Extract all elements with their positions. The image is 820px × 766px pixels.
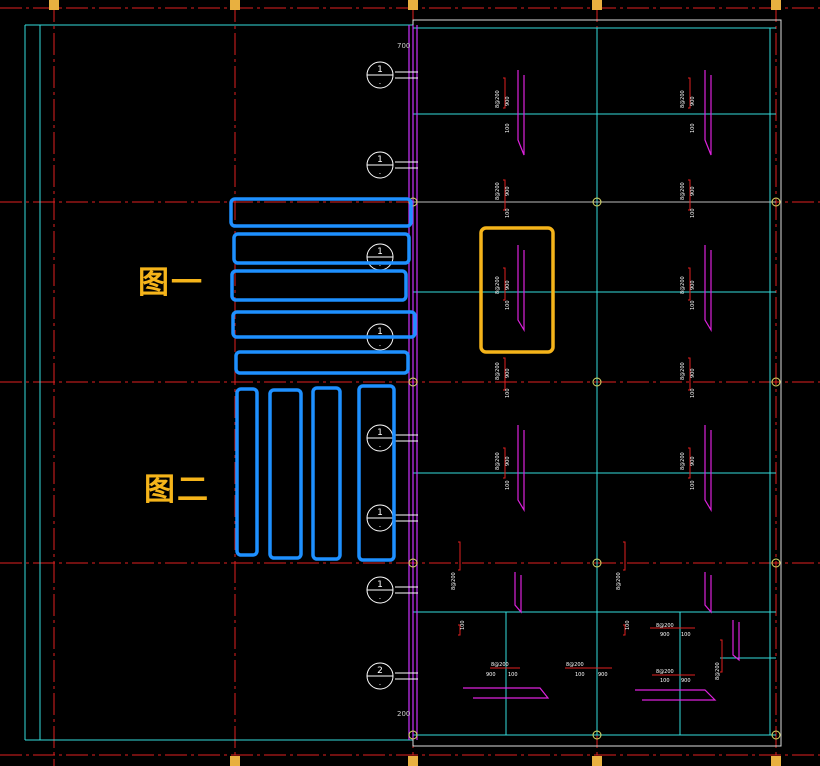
rebar-tag-length: 900 <box>690 280 696 290</box>
rebar-tag-length: 100 <box>505 388 511 398</box>
section-marker-sub: - <box>379 681 381 688</box>
rebar-tag-length: 100 <box>625 620 631 630</box>
grid-nodes <box>408 197 781 740</box>
rebar-tag-spec: 8@200 <box>451 572 457 590</box>
section-marker-sub: - <box>379 523 381 530</box>
section-marker-sub: - <box>379 262 381 269</box>
section-marker-sub: - <box>379 342 381 349</box>
rebar-tag-length: 900 <box>690 456 696 466</box>
section-marker[interactable]: 1 - <box>366 151 418 179</box>
section-marker-number: 1 <box>377 327 383 337</box>
dimension-top: 700 <box>397 42 410 50</box>
rebar-tag-spec: 8@200 <box>656 623 674 629</box>
rebar-tag-spec: 8@200 <box>495 90 501 108</box>
rebar-tag-length: 900 <box>660 632 670 638</box>
rebar-tag-length: 100 <box>575 672 585 678</box>
rebar-tag-length: 900 <box>486 672 496 678</box>
highlight-strip <box>232 232 411 265</box>
rebar-tag-length: 900 <box>505 96 511 106</box>
rebar-tag-spec: 8@200 <box>656 669 674 675</box>
rebar-tag-spec: 8@200 <box>495 182 501 200</box>
section-marker[interactable]: 2 - <box>366 662 418 690</box>
section-marker-sub: - <box>379 443 381 450</box>
rebar-tag-length: 100 <box>690 123 696 133</box>
section-marker-number: 1 <box>377 65 383 75</box>
rebar-tag-spec: 8@200 <box>680 90 686 108</box>
rebar-tag-length: 100 <box>505 300 511 310</box>
rebar-tag-spec: 8@200 <box>680 452 686 470</box>
rebar-tag-spec: 8@200 <box>680 276 686 294</box>
rebar-tags: 8@200 900 100 8@200 900 100 8@200 900 10… <box>451 90 721 684</box>
highlight-column <box>235 387 259 557</box>
section-marker[interactable]: 1 - <box>366 61 418 89</box>
structure-lines <box>24 24 776 741</box>
rebar-tag-length: 900 <box>690 96 696 106</box>
rebar-tag-spec: 8@200 <box>680 182 686 200</box>
rebar-tag-spec: 8@200 <box>491 662 509 668</box>
rebar-tag-length: 100 <box>660 678 670 684</box>
highlight-column <box>268 388 303 560</box>
section-markers: 1 - 1 - 1 - 1 - 1 - <box>366 61 418 690</box>
rebar-tag-length: 100 <box>505 480 511 490</box>
rebar-tag-spec: 8@200 <box>495 362 501 380</box>
highlight-strip <box>234 350 410 375</box>
dimension-bottom: 200 <box>397 710 410 718</box>
rebar-tag-length: 100 <box>690 300 696 310</box>
annotation-figure-one: 图一 <box>138 265 204 301</box>
rebar-tag-length: 100 <box>690 208 696 218</box>
section-marker-sub: - <box>379 80 381 87</box>
section-marker-sub: - <box>379 170 381 177</box>
column-markers <box>49 0 781 766</box>
rebar-tag-length: 900 <box>690 186 696 196</box>
highlight-strip <box>229 197 413 228</box>
section-marker-number: 2 <box>377 666 383 676</box>
section-marker[interactable]: 1 - <box>366 243 394 271</box>
rebar-tag-length: 900 <box>690 368 696 378</box>
section-marker-number: 1 <box>377 247 383 257</box>
rebar-tag-length: 900 <box>598 672 608 678</box>
rebar-tag-length: 900 <box>505 280 511 290</box>
rebar-tag-spec: 8@200 <box>616 572 622 590</box>
section-marker-sub: - <box>379 595 381 602</box>
highlight-column <box>357 384 396 562</box>
highlight-strip <box>231 310 417 339</box>
highlight-strip <box>230 269 408 302</box>
rebar-tag-spec: 8@200 <box>715 662 721 680</box>
rebar-tag-length: 100 <box>505 208 511 218</box>
annotation-figure-two: 图二 <box>144 472 210 508</box>
rebar-tag-length: 900 <box>505 368 511 378</box>
rebar-tag-length: 100 <box>505 123 511 133</box>
rebar-tag-length: 100 <box>690 388 696 398</box>
section-marker-number: 1 <box>377 508 383 518</box>
highlight-group-two <box>235 384 396 562</box>
section-marker-number: 1 <box>377 155 383 165</box>
rebar-tag-length: 100 <box>690 480 696 490</box>
rebar-tag-length: 900 <box>505 456 511 466</box>
section-marker-number: 1 <box>377 428 383 438</box>
highlight-group-one <box>229 197 417 375</box>
section-marker[interactable]: 1 - <box>366 576 418 604</box>
section-marker-number: 1 <box>377 580 383 590</box>
rebar-tag-length: 100 <box>460 620 466 630</box>
rebar-brackets <box>458 77 723 676</box>
highlight-column <box>311 386 342 561</box>
rebar-tag-spec: 8@200 <box>495 452 501 470</box>
rebar-tag-spec: 8@200 <box>566 662 584 668</box>
highlight-orange <box>479 226 555 354</box>
rebar-tag-spec: 8@200 <box>680 362 686 380</box>
rebar-tag-length: 900 <box>505 186 511 196</box>
rebar-tag-length: 900 <box>681 678 691 684</box>
rebar-marks <box>463 70 740 701</box>
rebar-tag-length: 100 <box>508 672 518 678</box>
rebar-tag-length: 100 <box>681 632 691 638</box>
rebar-tag-spec: 8@200 <box>495 276 501 294</box>
